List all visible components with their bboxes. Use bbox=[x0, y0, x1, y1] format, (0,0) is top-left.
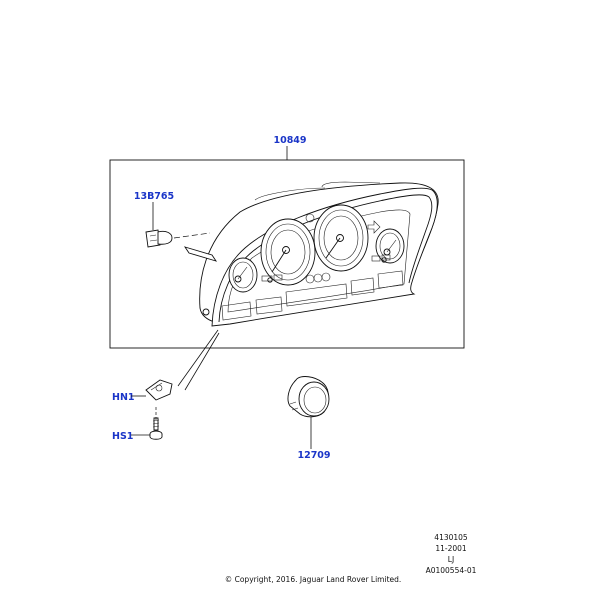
indicator-arrow-icon bbox=[367, 220, 381, 234]
warning-lamps bbox=[305, 213, 331, 284]
ref-variant: LJ bbox=[448, 555, 454, 564]
ref-number: 4130105 bbox=[434, 533, 468, 542]
callout-12709[interactable]: 12709 bbox=[297, 450, 330, 461]
nut-illustration[interactable] bbox=[145, 379, 173, 401]
screw-illustration[interactable] bbox=[149, 417, 163, 440]
lamp-blocks bbox=[261, 254, 391, 283]
speedometer-gauge bbox=[313, 204, 369, 272]
bezel-ring-illustration[interactable] bbox=[287, 376, 330, 418]
callout-hs1[interactable]: HS1 bbox=[112, 431, 133, 442]
bulb-illustration[interactable] bbox=[145, 229, 173, 248]
assembly-frame bbox=[109, 159, 465, 349]
instrument-cluster-illustration[interactable] bbox=[183, 181, 439, 327]
mounting-tab bbox=[183, 246, 218, 262]
bulb-install-line bbox=[173, 232, 211, 239]
ref-date: 11-2001 bbox=[435, 544, 467, 553]
tachometer-gauge bbox=[260, 218, 316, 286]
lcd-panels bbox=[221, 270, 404, 321]
copyright-notice: © Copyright, 2016. Jaguar Land Rover Lim… bbox=[225, 575, 402, 584]
illustration-id: A0100554-01 bbox=[426, 566, 477, 575]
callout-hn1[interactable]: HN1 bbox=[112, 392, 135, 403]
callout-13b765[interactable]: 13B765 bbox=[134, 191, 174, 202]
callout-10849[interactable]: 10849 bbox=[273, 135, 306, 146]
fixing-point bbox=[202, 308, 210, 316]
left-small-gauge bbox=[228, 257, 258, 293]
